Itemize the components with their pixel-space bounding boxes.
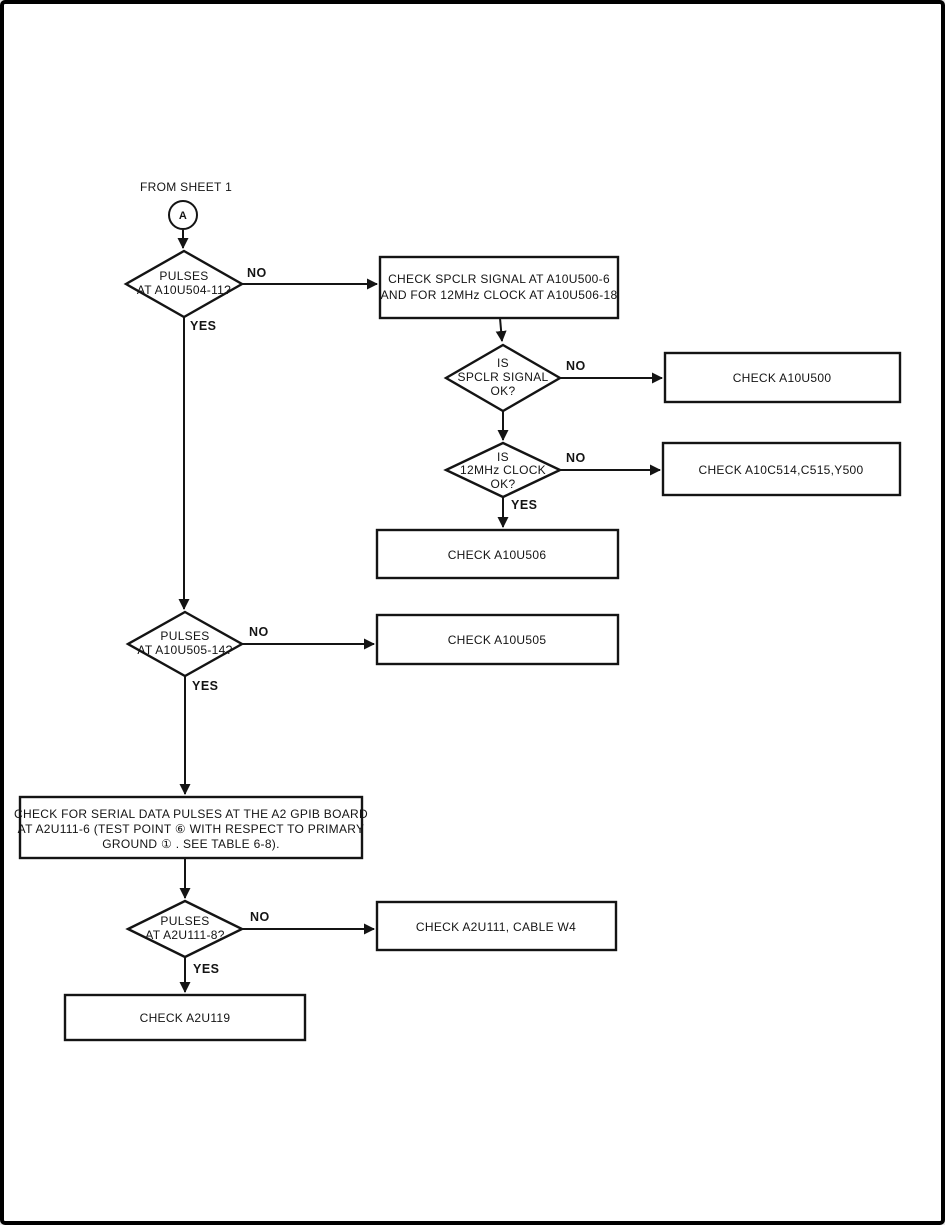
process-check-u506: [375, 528, 620, 580]
decision-pulses-u504-line2: AT A10U504-11?: [137, 283, 231, 297]
decision-pulses-u505-line1: PULSES: [160, 629, 209, 643]
edge-label-yes-4: YES: [192, 679, 219, 693]
edge-b1-to-d2: [495, 317, 507, 342]
decision-clock-ok-line1: IS: [497, 450, 509, 464]
process-check-spclr-clock-line2: AND FOR 12MHz CLOCK AT A10U506-18: [381, 288, 618, 302]
process-check-spclr-clock: [378, 255, 620, 320]
decision-clock-ok-line3: OK?: [491, 477, 516, 491]
decision-spclr-ok-line1: IS: [497, 356, 509, 370]
process-serial-data-line2: AT A2U111-6 (TEST POINT ⑥ WITH RESPECT T…: [18, 822, 365, 836]
decision-spclr-ok-line2: SPCLR SIGNAL: [458, 370, 549, 384]
process-check-u119: [63, 993, 307, 1042]
connector-a-label: A: [179, 210, 187, 222]
process-check-u500-label: CHECK A10U500: [733, 371, 832, 385]
process-check-c514: [661, 441, 902, 497]
decision-pulses-u504-line1: PULSES: [159, 269, 208, 283]
process-check-c514-label: CHECK A10C514,C515,Y500: [699, 463, 864, 477]
edge-label-no-1: NO: [247, 266, 267, 280]
connector-a-circle: [168, 200, 198, 230]
edge-label-no-5: NO: [250, 910, 270, 924]
process-serial-data-line1: CHECK FOR SERIAL DATA PULSES AT THE A2 G…: [14, 807, 368, 821]
decision-pulses-u111-line1: PULSES: [160, 914, 209, 928]
decision-spclr-ok-line3: OK?: [491, 384, 516, 398]
process-serial-data-line3: GROUND ① . SEE TABLE 6-8).: [102, 837, 280, 851]
process-check-u111-label: CHECK A2U111, CABLE W4: [416, 920, 576, 934]
process-check-u505-label: CHECK A10U505: [448, 633, 547, 647]
edge-label-no-2: NO: [566, 359, 586, 373]
edge-label-yes-1: YES: [190, 319, 217, 333]
process-check-spclr-clock-line1: CHECK SPCLR SIGNAL AT A10U500-6: [388, 272, 610, 286]
edge-label-no-4: NO: [249, 625, 269, 639]
process-check-u119-label: CHECK A2U119: [140, 1011, 231, 1025]
edge-label-yes-3: YES: [511, 498, 538, 512]
process-check-u500: [663, 351, 902, 404]
decision-clock-ok-line2: 12MHz CLOCK: [460, 463, 546, 477]
process-check-u111: [375, 900, 618, 952]
process-check-u506-label: CHECK A10U506: [448, 548, 547, 562]
process-check-u505: [375, 613, 620, 666]
process-serial-data: [18, 795, 364, 860]
from-sheet-label: FROM SHEET 1: [140, 180, 232, 194]
decision-pulses-u505-line2: AT A10U505-14?: [137, 643, 232, 657]
edge-label-no-3: NO: [566, 451, 586, 465]
edge-label-yes-5: YES: [193, 962, 220, 976]
decision-pulses-u111-line2: AT A2U111-8?: [145, 928, 224, 942]
